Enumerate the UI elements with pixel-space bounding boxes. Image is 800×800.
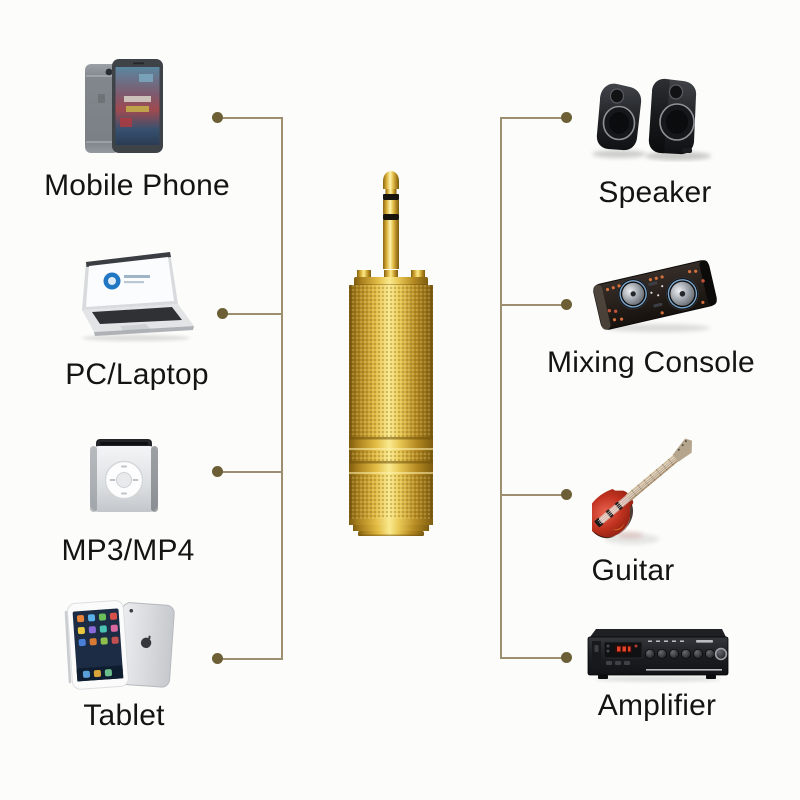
connector-dot-mobile-phone bbox=[212, 112, 223, 123]
connector-line-amplifier bbox=[501, 657, 566, 659]
connector-dot-speaker bbox=[561, 112, 572, 123]
connector-dot-tablet bbox=[212, 653, 223, 664]
tablet-image bbox=[64, 600, 175, 690]
left-connector-vertical-line bbox=[281, 117, 283, 660]
connector-line-guitar bbox=[501, 494, 566, 496]
guitar-label: Guitar bbox=[591, 554, 675, 587]
laptop-image bbox=[82, 252, 194, 342]
connector-dot-amplifier bbox=[561, 652, 572, 663]
right-connector-vertical-line bbox=[500, 117, 502, 659]
amplifier-label: Amplifier bbox=[597, 689, 717, 722]
connector-dot-guitar bbox=[561, 489, 572, 500]
mobile-phone-image bbox=[85, 59, 163, 153]
connector-line-mp3 bbox=[218, 471, 282, 473]
amplifier-image bbox=[587, 629, 729, 682]
connector-line-tablet bbox=[218, 658, 282, 660]
mixing-console-image bbox=[593, 260, 717, 332]
mp3-player-image bbox=[90, 439, 158, 512]
gold-audio-adapter-image bbox=[349, 171, 433, 536]
connector-line-speaker bbox=[501, 117, 566, 119]
speaker-label: Speaker bbox=[598, 176, 712, 209]
connector-dot-mixing-console bbox=[561, 299, 572, 310]
connector-line-mobile-phone bbox=[218, 117, 282, 119]
connector-line-mixing-console bbox=[501, 304, 566, 306]
mixing-console-label: Mixing Console bbox=[547, 346, 755, 379]
mp3-mp4-label: MP3/MP4 bbox=[61, 534, 195, 567]
pc-laptop-label: PC/Laptop bbox=[65, 358, 209, 391]
speaker-image bbox=[592, 78, 711, 161]
mobile-phone-label: Mobile Phone bbox=[44, 169, 230, 202]
connector-line-pc-laptop bbox=[222, 313, 282, 315]
connector-dot-pc-laptop bbox=[217, 308, 228, 319]
connector-dot-mp3 bbox=[212, 466, 223, 477]
tablet-label: Tablet bbox=[83, 699, 165, 732]
guitar-image bbox=[592, 438, 692, 545]
